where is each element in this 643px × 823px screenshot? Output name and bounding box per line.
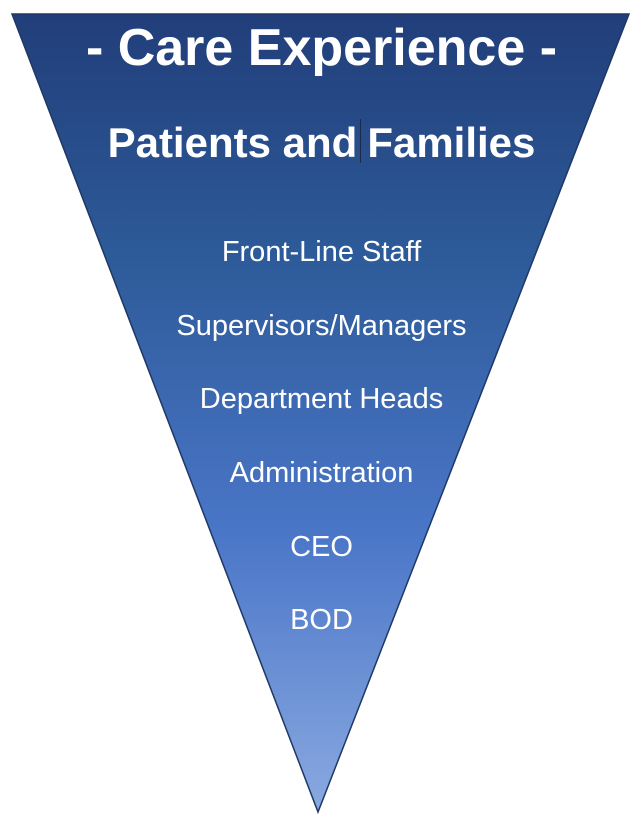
subtitle-part-1: Patients and — [107, 119, 358, 166]
level-administration: Administration — [229, 457, 414, 489]
diagram-title: - Care Experience - — [85, 19, 558, 77]
level-bod: BOD — [290, 604, 353, 636]
subtitle-part-2: Families — [367, 119, 536, 166]
level-front-line-staff: Front-Line Staff — [221, 236, 422, 268]
level-ceo: CEO — [290, 531, 353, 563]
inverted-triangle — [10, 13, 631, 815]
text-cursor — [360, 119, 362, 163]
level-supervisors-managers: Supervisors/Managers — [176, 310, 467, 342]
level-department-heads: Department Heads — [199, 383, 444, 415]
